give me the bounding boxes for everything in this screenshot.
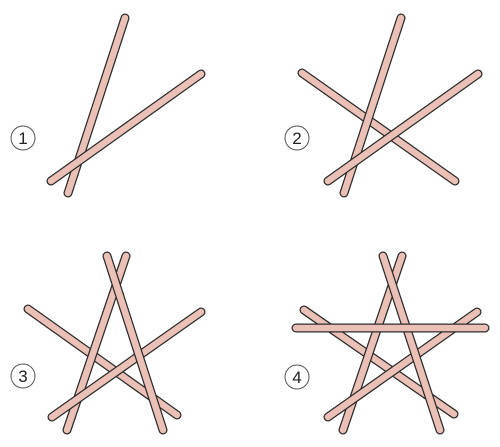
stick-2c — [323, 69, 483, 186]
stick-1b — [46, 69, 206, 186]
panel-4: 4 — [284, 251, 490, 435]
stick-3d — [102, 251, 168, 435]
stick-3c — [47, 307, 206, 422]
step-number-1: 1 — [18, 129, 27, 148]
step-badge-4: 4 — [284, 364, 310, 390]
stick-4d — [378, 251, 445, 435]
step-badge-1: 1 — [10, 125, 36, 151]
stick-2a — [297, 68, 460, 186]
step-number-4: 4 — [292, 368, 301, 387]
panel-1: 1 — [10, 13, 206, 198]
step-badge-2: 2 — [284, 125, 310, 151]
panel-2: 2 — [284, 13, 483, 198]
step-number-3: 3 — [18, 367, 27, 386]
step-badge-3: 3 — [10, 363, 36, 389]
panel-3: 3 — [10, 251, 206, 435]
step-number-2: 2 — [292, 129, 301, 148]
